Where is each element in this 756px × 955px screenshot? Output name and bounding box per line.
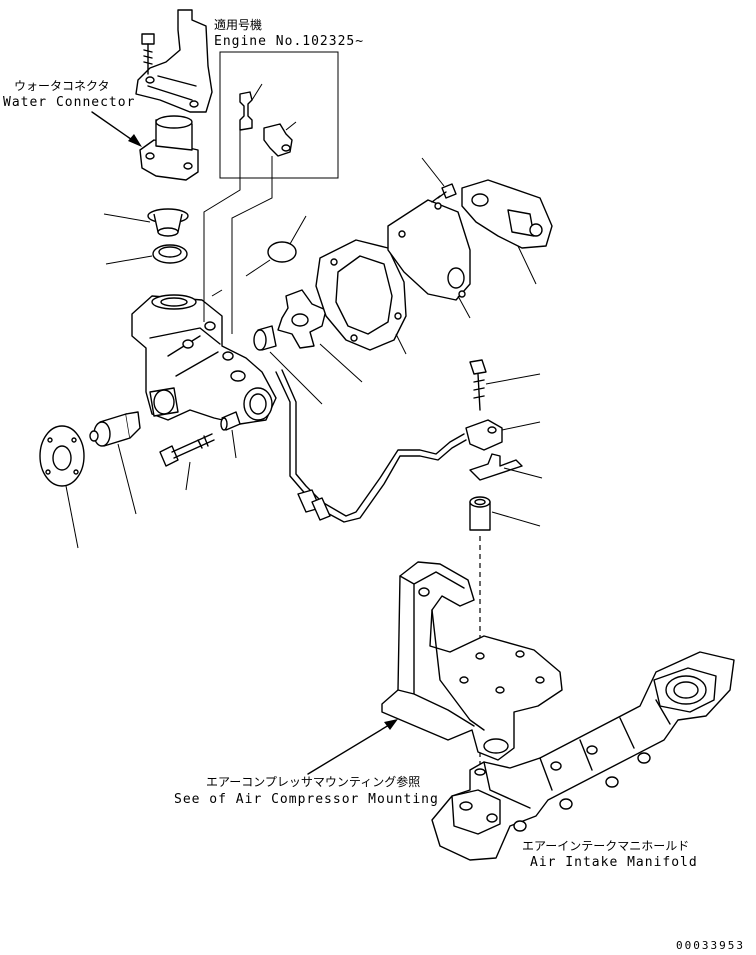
air-intake-manifold — [431, 651, 735, 861]
thermostat-leader — [103, 213, 151, 223]
connector-leader — [501, 421, 541, 431]
applicable-engine-jp-label: 適用号機 — [214, 18, 263, 32]
pipe-connector-block — [465, 419, 503, 451]
air-compressor-jp-label: エアーコンプレッサマウンティング参照 — [206, 775, 421, 789]
pulley-leader — [65, 485, 79, 549]
disc-leader — [245, 215, 307, 277]
pipe-assembly — [275, 369, 467, 523]
engine-number-label: Engine No.102325~ — [214, 34, 365, 49]
spacer-leader — [491, 511, 541, 527]
pump-cover-plate — [387, 199, 471, 301]
clip-leader — [503, 467, 543, 479]
gasket-inner — [315, 239, 407, 351]
seal-unit — [253, 325, 277, 351]
drawing-code: 00033953 — [676, 939, 745, 952]
shaft-bearing — [89, 411, 141, 447]
impeller-leader — [319, 343, 363, 383]
pipe-clip — [469, 453, 523, 481]
pulley-hub — [39, 425, 85, 487]
plug-disc — [267, 241, 297, 263]
long-bolt — [159, 433, 215, 467]
gasket-outer — [461, 179, 553, 249]
water-pump-housing — [131, 294, 277, 425]
union-bolt — [469, 359, 487, 411]
small-sleeve — [220, 411, 241, 431]
cover-leader — [457, 295, 471, 319]
air-compressor-leader — [307, 721, 395, 775]
bearing-leader — [117, 443, 137, 515]
inset-link-lines — [203, 130, 273, 334]
water-connector-en-label: Water Connector — [3, 95, 136, 110]
bolt-leader — [185, 461, 191, 491]
spacer — [469, 496, 491, 531]
thermostat — [147, 208, 189, 237]
water-connector — [139, 115, 199, 181]
air-compressor-bracket — [381, 561, 563, 761]
air-intake-en-label: Air Intake Manifold — [530, 855, 698, 870]
water-connector-jp-label: ウォータコネクタ — [14, 79, 110, 93]
impeller — [277, 289, 327, 349]
cover-bolt-leader — [421, 157, 445, 187]
union-bolt-leader — [485, 373, 541, 385]
seal-leader — [105, 255, 153, 265]
air-compressor-en-label: See of Air Compressor Mounting — [174, 792, 439, 807]
top-bolt — [141, 33, 155, 75]
seal-ring — [152, 244, 188, 264]
cover-bolt — [431, 183, 457, 203]
water-connector-arrow — [128, 134, 142, 147]
air-compressor-arrow — [384, 719, 398, 730]
top-bracket — [135, 9, 213, 113]
gasket-inner-leader — [395, 333, 407, 355]
seal-unit-leader — [269, 351, 323, 405]
sleeve-leader — [231, 429, 237, 459]
air-intake-jp-label: エアーインテークマニホールド — [522, 839, 690, 853]
gasket-outer-leader — [517, 245, 537, 285]
inset-box — [219, 51, 339, 179]
